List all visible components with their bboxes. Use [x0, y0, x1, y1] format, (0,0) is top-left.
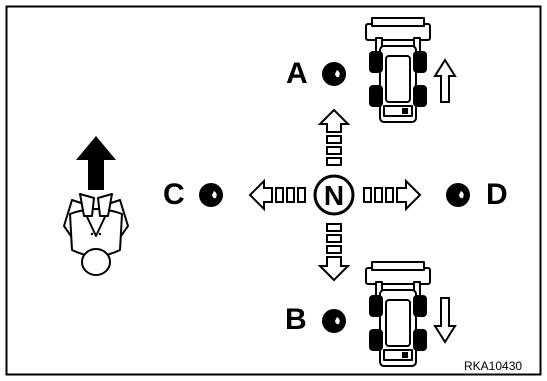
loader-icon: [365, 17, 431, 123]
direction-arrow-icon: [317, 108, 351, 166]
diagram-border: [5, 5, 542, 376]
operator-arrow-icon: [76, 136, 116, 190]
center-label: N: [324, 180, 344, 211]
position-label-d: D: [486, 178, 508, 211]
direction-arrow-icon: [248, 178, 306, 212]
position-dot-icon: [446, 183, 470, 207]
position-label-a: A: [286, 57, 308, 90]
direction-arrow-icon: [433, 297, 457, 344]
direction-arrow-icon: [317, 223, 351, 282]
direction-arrow-icon: [363, 178, 422, 212]
position-dot-icon: [322, 309, 346, 333]
loader-icon: [365, 261, 431, 367]
center-circle: [313, 174, 355, 216]
figure-code: RKA10430: [464, 359, 523, 373]
position-dot-icon: [322, 62, 346, 86]
position-dot-icon: [199, 183, 223, 207]
operator-icon: [63, 193, 129, 276]
position-label-c: C: [163, 178, 185, 211]
direction-arrow-icon: [433, 58, 457, 103]
position-label-b: B: [285, 303, 307, 336]
